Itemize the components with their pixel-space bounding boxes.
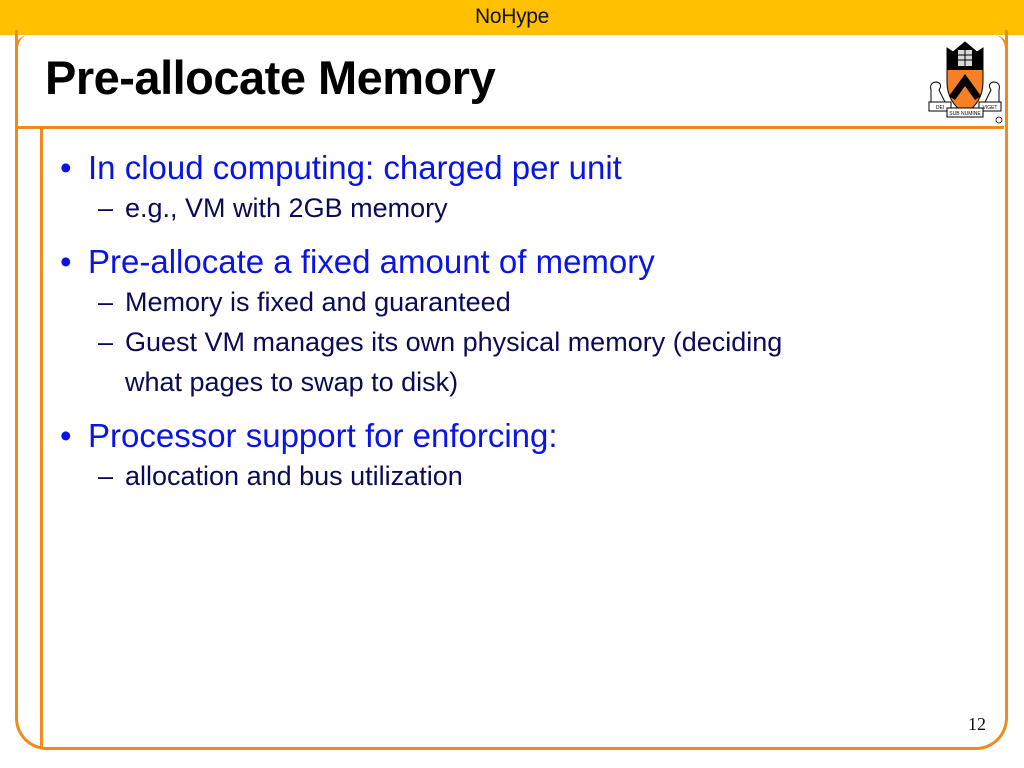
page-number: 12	[968, 714, 986, 734]
dash-glyph: –	[98, 193, 114, 223]
bullet-text: Processor support for enforcing:	[88, 417, 558, 454]
bullet-glyph: •	[60, 149, 72, 186]
bullet-text: Pre-allocate a fixed amount of memory	[88, 243, 655, 280]
sub-bullet-text: Guest VM manages its own physical memory…	[125, 327, 783, 397]
svg-text:SUB NUMINE: SUB NUMINE	[949, 111, 981, 117]
slide-body: •In cloud computing: charged per unit –e…	[60, 148, 960, 496]
bullet-glyph: •	[60, 243, 72, 280]
banner-title: NoHype	[474, 5, 550, 28]
dash-glyph: –	[98, 461, 114, 491]
sub-bullet-1-1: –e.g., VM with 2GB memory	[60, 188, 960, 228]
slide-frame	[15, 30, 1008, 750]
princeton-shield-logo-icon: DEI SUB NUMINE VIGET	[928, 41, 1003, 124]
sub-bullet-text: Memory is fixed and guaranteed	[125, 287, 511, 317]
bullet-1: • In cloud computing: charged per unit	[60, 148, 960, 188]
svg-text:DEI: DEI	[936, 105, 944, 111]
sub-bullet-2-1: –Memory is fixed and guaranteed	[60, 282, 960, 322]
header-banner: NoHype	[0, 0, 1024, 35]
sub-bullet-2-2: –Guest VM manages its own physical memor…	[60, 322, 960, 402]
frame-corner-top-right	[993, 35, 1008, 55]
dash-glyph: –	[98, 327, 114, 357]
content-left-rule	[40, 128, 43, 749]
bullet-3: • Processor support for enforcing:	[60, 416, 960, 456]
sub-bullet-text: allocation and bus utilization	[125, 461, 463, 491]
bullet-text: In cloud computing: charged per unit	[88, 149, 622, 186]
frame-corner-top-left	[15, 35, 30, 55]
slide-title: Pre-allocate Memory	[45, 51, 496, 104]
bullet-2: • Pre-allocate a fixed amount of memory	[60, 242, 960, 282]
sub-bullet-3-1: –allocation and bus utilization	[60, 456, 960, 496]
title-divider	[16, 126, 1004, 129]
sub-bullet-text: e.g., VM with 2GB memory	[125, 193, 448, 223]
dash-glyph: –	[98, 287, 114, 317]
svg-text:VIGET: VIGET	[982, 105, 997, 111]
bullet-glyph: •	[60, 417, 72, 454]
